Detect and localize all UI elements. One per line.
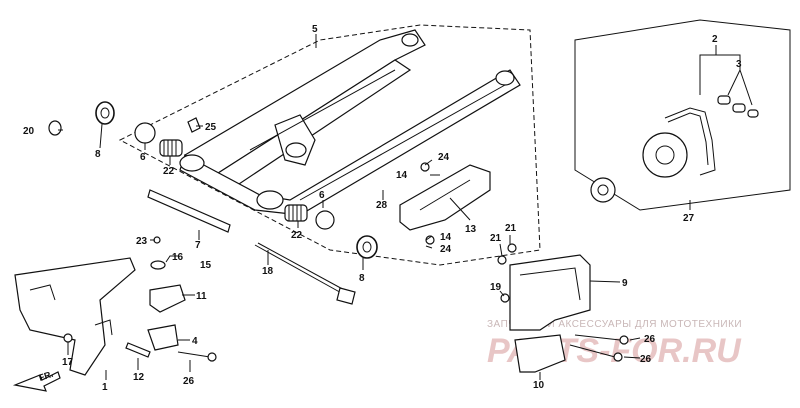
chain-case-9 [509,254,591,331]
collar-20 [48,120,62,136]
callout-9: 9 [622,278,628,289]
pivot-collar-7 [147,189,231,233]
watermark-tagline: ЗАПЧАСТИ И АКСЕССУАРЫ ДЛЯ МОТОТЕХНИКИ [487,319,742,330]
leader-lines [58,34,753,380]
callout-3: 3 [736,59,742,70]
chain-slider-13 [399,162,491,245]
bushing-6-left [134,122,156,144]
callout-10: 10 [533,380,545,391]
callout-28: 28 [376,200,388,211]
chain-sprocket-box [574,19,791,211]
callout-14-lower: 14 [440,232,452,243]
callout-26-upper: 26 [644,334,656,345]
callout-8-right: 8 [359,273,365,284]
callout-13: 13 [465,224,477,235]
bracket-10 [514,334,566,373]
callout-27: 27 [683,213,695,224]
callout-22-left: 22 [163,166,175,177]
bolt-19 [500,293,510,303]
callout-14-upper: 14 [396,170,408,181]
callout-23: 23 [136,236,148,247]
callout-20: 20 [23,126,35,137]
master-link-set [717,95,759,118]
collar-12 [125,342,151,358]
callout-26-left: 26 [183,376,195,387]
callout-16: 16 [172,252,184,263]
callout-17: 17 [62,357,74,368]
callout-24-lower: 24 [440,244,452,255]
frame-guard-1 [14,257,136,376]
callout-2: 2 [712,34,718,45]
bolt-26-upper [574,334,629,345]
drive-sprocket [590,177,616,203]
callout-8-left: 8 [95,149,101,160]
callout-12: 12 [133,372,145,383]
callout-6-left: 6 [140,152,146,163]
callout-7: 7 [195,240,201,251]
callout-11: 11 [196,291,207,302]
washer-16 [150,260,166,270]
callout-5: 5 [312,24,318,35]
clamp-11 [149,284,186,313]
nut-21-a [507,243,517,253]
bushing-6-right [315,210,335,230]
callout-25: 25 [205,122,217,133]
callout-labels: 5 8 20 6 22 25 7 22 6 8 18 28 24 14 13 1… [23,24,742,393]
nut-21-b [497,255,507,265]
callout-4: 4 [192,336,198,347]
bolt-26-lower [569,344,623,362]
front-direction-label: FR. [38,369,55,383]
callout-21-b: 21 [490,233,502,244]
grease-nipple-25 [187,117,201,133]
driven-sprocket [642,132,688,178]
callout-1: 1 [102,382,108,393]
callout-18: 18 [262,266,274,277]
callout-26-lower: 26 [640,354,652,365]
callout-21-a: 21 [505,223,517,234]
dust-seal-right [356,235,378,259]
bolt-26-left [177,351,217,362]
front-direction-marker: FR. [12,369,61,392]
callout-22-right: 22 [291,230,303,241]
drive-chain [664,107,716,176]
callout-15: 15 [200,260,212,271]
callout-19: 19 [490,282,502,293]
needle-bearing-22-right [284,204,308,222]
holder-4 [147,324,179,351]
swingarm [179,29,521,216]
swingarm-outline-box [118,24,541,266]
needle-bearing-22-left [159,139,183,157]
callout-24-upper: 24 [438,152,450,163]
bolt-17 [63,333,73,343]
dust-seal-left [95,101,115,125]
pivot-bolt-18 [254,242,356,305]
callout-6-right: 6 [319,190,325,201]
